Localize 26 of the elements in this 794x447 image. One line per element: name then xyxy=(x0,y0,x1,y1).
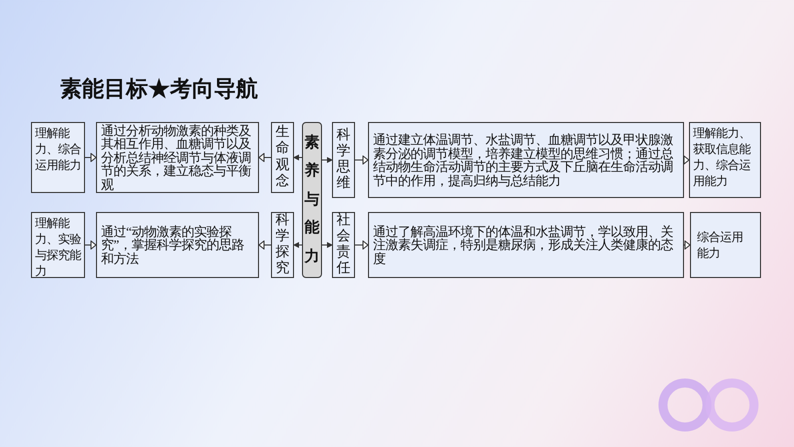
arrow xyxy=(322,242,333,248)
text-box: 理解能力、获取信息能力、综合运用能力 xyxy=(689,122,761,198)
arrow xyxy=(84,153,96,162)
text-box: 科学思维 xyxy=(332,122,355,198)
arrow xyxy=(258,153,272,162)
arrow xyxy=(354,156,368,164)
text-box: 理解能力、综合运用能力 xyxy=(31,122,85,193)
text-box: 通过了解高温环境下的体温和水盐调节，学以致用、关注激素失调症，特别是糖尿病，形成关注人类健康的态度 xyxy=(368,212,684,278)
title: 素能目标★考向导航 xyxy=(60,75,258,103)
text-box: 通过分析动物激素的种类及其相互作用、血糖调节以及分析总结神经调节与体液调节的关系，建立稳态与平衡观 xyxy=(96,122,259,193)
arrow xyxy=(684,156,690,164)
arrow xyxy=(258,240,272,250)
arrow xyxy=(293,154,302,160)
arrow xyxy=(293,242,302,248)
text-box: 科学探究 xyxy=(271,212,294,278)
text-box: 通过建立体温调节、水盐调节、血糖调节以及甲状腺激素分泌的调节模型，培养建立模型的思维习惯；通过总结动物生命活动调节的主要方式及下丘脑在生命活动调节中的作用，提高归纳与总结能力 xyxy=(368,122,684,198)
arrow xyxy=(84,240,96,250)
arrow xyxy=(322,157,333,163)
text-box: 生命观念 xyxy=(271,122,294,193)
text-box: 综合运用能力 xyxy=(690,212,761,278)
text-box: 通过“动物激素的实验探究”，掌握科学探究的思路和方法 xyxy=(96,212,259,278)
center-box: 素养与能力 xyxy=(302,122,322,278)
text-box: 社会责任 xyxy=(332,212,355,278)
arrow xyxy=(684,240,690,250)
text-box: 理解能力、实验与探究能力 xyxy=(31,212,85,278)
arrow xyxy=(354,240,368,250)
